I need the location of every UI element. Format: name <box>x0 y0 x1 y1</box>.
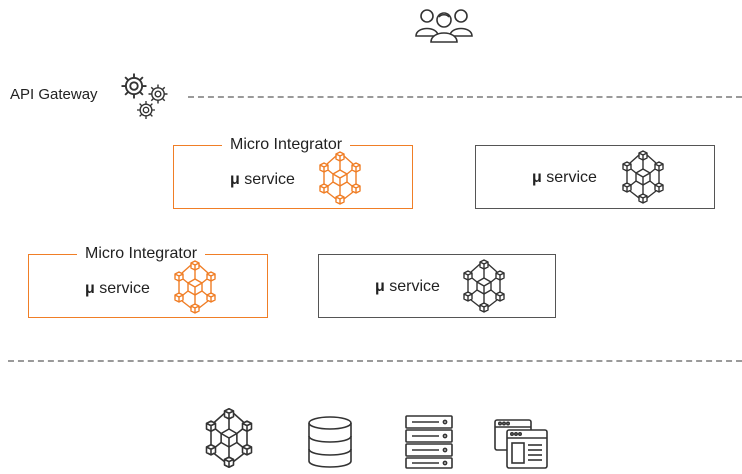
micro-integrator-label: Micro Integrator <box>77 245 206 263</box>
users-icon <box>412 6 476 44</box>
service-label: μ service <box>230 171 295 188</box>
gears-icon <box>118 70 180 122</box>
service-label: μ service <box>85 280 150 297</box>
microservice-cube-icon <box>169 260 221 314</box>
microservice-cube-icon <box>200 407 258 469</box>
service-label: μ service <box>375 278 440 295</box>
backend-divider <box>8 360 742 362</box>
service-box: μ service <box>318 254 556 318</box>
microservice-cube-icon <box>617 150 669 204</box>
server-icon <box>403 414 455 470</box>
service-label: μ service <box>532 169 597 186</box>
service-box: μ service <box>475 145 715 209</box>
database-icon <box>306 416 354 468</box>
micro-integrator-box: Micro Integrator μ service <box>173 136 413 209</box>
micro-integrator-box: Micro Integrator μ service <box>28 245 268 318</box>
microservice-cube-icon <box>458 259 510 313</box>
web-app-icon <box>493 418 549 470</box>
gateway-divider <box>188 96 742 98</box>
api-gateway-label: API Gateway <box>10 86 98 103</box>
microservice-cube-icon <box>314 151 366 205</box>
micro-integrator-label: Micro Integrator <box>222 136 351 154</box>
